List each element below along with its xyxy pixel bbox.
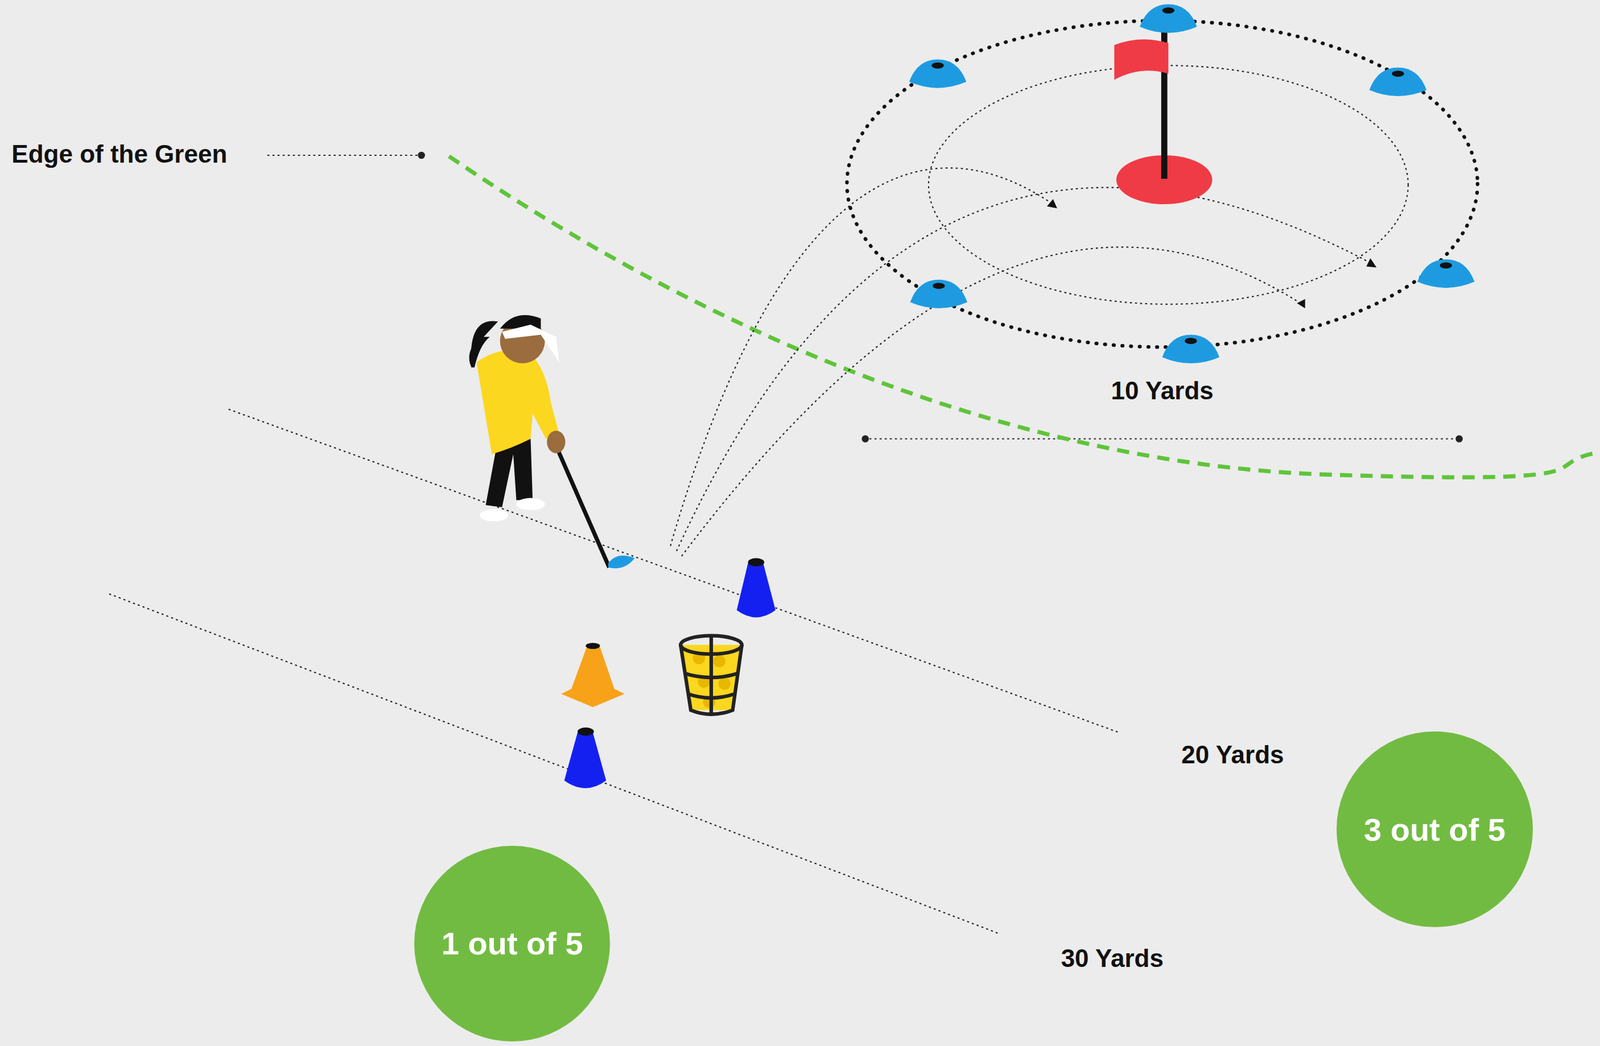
- tall-cones: [561, 558, 776, 789]
- drawing-part: [585, 642, 600, 650]
- distance-label: 10 Yards: [1107, 376, 1218, 406]
- drawing-part: [1139, 4, 1197, 34]
- drawing-part: [1391, 70, 1405, 77]
- drawing-part: [1455, 435, 1463, 443]
- drawing-part: [680, 636, 742, 715]
- drawing-part: [932, 282, 946, 290]
- drawing-part: [718, 677, 732, 691]
- distance-label: 30 Yards: [1057, 944, 1167, 974]
- drawing-part: [1417, 259, 1475, 288]
- distance-lines: [109, 155, 1455, 934]
- drawing-part: [1417, 259, 1475, 288]
- drawing-part: [1139, 4, 1197, 34]
- drawing-part: [1162, 7, 1175, 14]
- drawing-part: [1046, 199, 1058, 209]
- drawing-part: [909, 59, 967, 88]
- drawing-part: [1369, 67, 1427, 97]
- drawing-part: [681, 246, 1302, 556]
- drawing-part: [931, 62, 944, 69]
- ball-basket: [680, 636, 742, 715]
- drawing-part: [736, 563, 776, 618]
- score-circle: 1 out of 5: [414, 846, 610, 1042]
- drawing-part: [479, 509, 509, 522]
- drawing-part: [748, 558, 765, 567]
- drawing-part: [928, 65, 1409, 305]
- drawing-part: [501, 324, 559, 363]
- drawing-part: [869, 438, 1455, 440]
- drawing-part: [910, 279, 968, 309]
- drawing-part: [1184, 337, 1198, 345]
- drawing-part: [577, 727, 595, 736]
- drawing-part: [687, 694, 735, 699]
- drawing-part: [709, 636, 713, 715]
- drawing-part: [417, 151, 426, 160]
- drawing-part: [910, 279, 968, 309]
- score-text: 1 out of 5: [441, 925, 584, 963]
- drawing-part: [1366, 258, 1377, 268]
- drawing-part: [555, 446, 609, 568]
- score-circle: 3 out of 5: [1336, 731, 1533, 928]
- drawing-part: [1296, 299, 1305, 309]
- drawing-part: [228, 409, 1120, 733]
- hole-and-flag: [1114, 22, 1212, 205]
- line-end-dots: [417, 151, 1463, 443]
- drawing-part: [1439, 262, 1453, 269]
- drawing-part: [608, 555, 635, 569]
- drawing-part: [861, 435, 869, 443]
- drawing-part: [1162, 335, 1220, 364]
- drawing-part: [713, 655, 727, 668]
- score-text: 3 out of 5: [1363, 811, 1506, 849]
- drawing-part: [909, 59, 967, 88]
- disc-cones: [909, 4, 1475, 364]
- drawing-part: [1369, 67, 1427, 97]
- drawing-part: [1162, 335, 1220, 364]
- drawing-part: [564, 732, 607, 789]
- callout-label: Edge of the Green: [7, 139, 231, 169]
- drawing-part: [670, 167, 1054, 547]
- drawing-part: [546, 430, 566, 453]
- drawing-part: [676, 187, 1372, 552]
- shot-trajectories: [670, 167, 1372, 556]
- drawing-part: [267, 154, 419, 156]
- drawing-part: [561, 646, 625, 708]
- distance-label: 20 Yards: [1177, 740, 1288, 770]
- drawing-part: [516, 498, 545, 511]
- drawing-part: [846, 20, 1478, 348]
- golfer-figure: [469, 315, 635, 569]
- green-edge-curve: [448, 156, 1600, 478]
- drawing-part: [476, 349, 560, 455]
- target-rings: [846, 20, 1478, 348]
- arrowheads: [1046, 199, 1377, 309]
- drawing-part: [1114, 39, 1169, 80]
- drawing-part: [684, 673, 738, 678]
